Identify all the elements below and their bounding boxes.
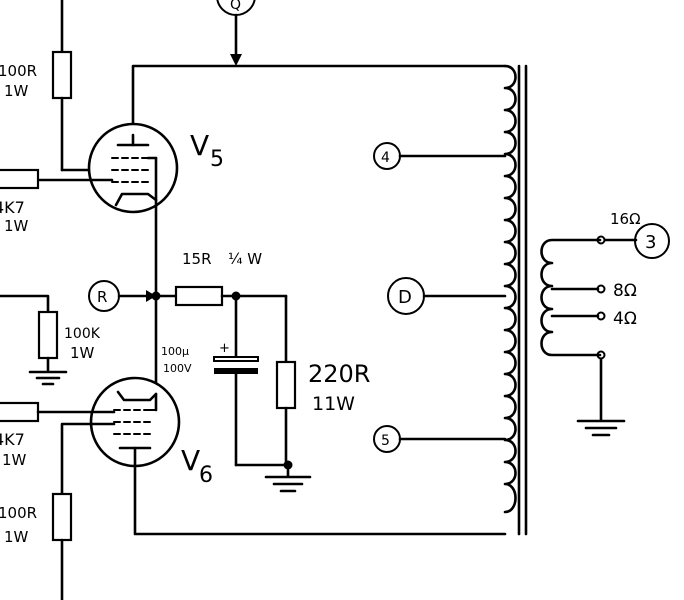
r-bot-left-value: 100R xyxy=(0,504,37,522)
svg-text:3: 3 xyxy=(645,232,656,253)
output-4-label: 4Ω xyxy=(613,309,637,329)
ground-symbol-1 xyxy=(264,463,312,493)
resistor-100k xyxy=(0,294,68,386)
svg-text:Q: Q xyxy=(230,0,241,13)
valve-v5-sub: 5 xyxy=(210,147,224,172)
valve-v5-label: V xyxy=(190,129,209,162)
resistor-100r-bottom xyxy=(51,422,116,600)
svg-text:4: 4 xyxy=(381,150,390,166)
r-grid-top-value: 4K7 xyxy=(0,198,25,217)
terminal-4 xyxy=(596,311,606,321)
terminal-8 xyxy=(596,284,606,294)
ground-symbol-2 xyxy=(576,357,626,437)
cap-polarity: + xyxy=(219,341,230,356)
tap-d: D xyxy=(387,277,507,315)
valve-v5 xyxy=(87,122,179,214)
resistor-4k7-top xyxy=(0,168,114,190)
r-top-left-value: 100R xyxy=(0,62,37,80)
resistor-4k7-bottom xyxy=(0,401,116,423)
valve-v6-label: V xyxy=(181,444,200,477)
cap-value: 100µ xyxy=(161,345,189,358)
r-top-left-power: 1W xyxy=(4,82,29,100)
svg-text:R: R xyxy=(97,288,107,306)
node-top-q: Q xyxy=(216,0,256,66)
r-220r-value: 220R xyxy=(308,360,370,388)
tap-4: 4 xyxy=(373,142,507,170)
r-grid-bot-power: 1W xyxy=(2,451,27,469)
svg-text:D: D xyxy=(398,287,412,308)
svg-text:5: 5 xyxy=(381,433,390,449)
r-grid-bot-value: 4K7 xyxy=(0,430,25,449)
r-15r-power: ¼ W xyxy=(228,250,262,268)
r-220r-power: 11W xyxy=(312,393,355,415)
r-15r-value: 15R xyxy=(182,250,212,268)
transformer-secondary xyxy=(540,238,602,357)
cap-voltage: 100V xyxy=(163,362,192,375)
valve-v6 xyxy=(89,376,181,468)
capacitor xyxy=(213,294,290,467)
resistor-15r xyxy=(154,285,288,307)
r-bot-left-power: 1W xyxy=(4,528,29,546)
output-16-label: 16Ω xyxy=(610,210,641,228)
plate-wire-top xyxy=(131,64,507,137)
resistor-100r-top xyxy=(51,0,112,172)
r-grid-top-power: 1W xyxy=(4,217,29,235)
node-3: 3 xyxy=(634,223,670,259)
r-100k-power: 1W xyxy=(70,344,95,362)
tap-5: 5 xyxy=(373,425,507,453)
valve-v6-sub: 6 xyxy=(199,463,213,488)
node-r: R xyxy=(88,280,156,312)
plate-wire-bottom xyxy=(133,464,507,536)
resistor-220r xyxy=(275,294,297,467)
transformer-primary xyxy=(503,64,517,514)
r-100k-value: 100K xyxy=(64,326,101,342)
output-8-label: 8Ω xyxy=(613,281,637,301)
